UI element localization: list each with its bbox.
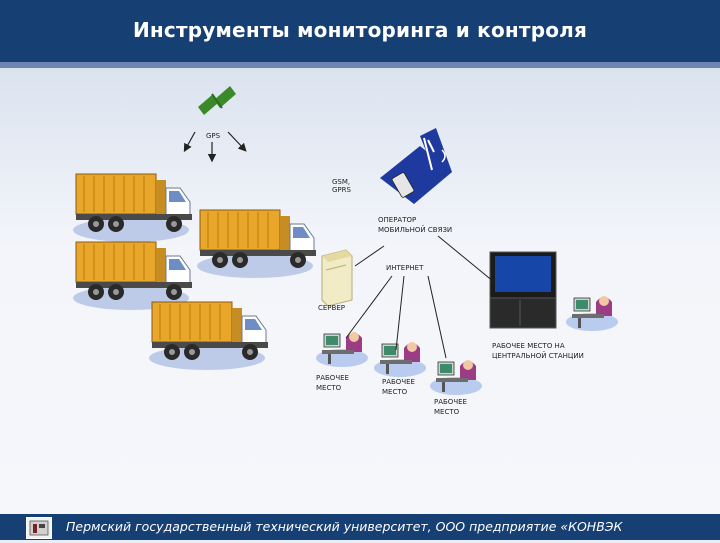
operator-label-line1: ОПЕРАТОР bbox=[378, 216, 417, 224]
header-bar: Инструменты мониторинга и контроля bbox=[0, 0, 720, 62]
gps-label: GPS bbox=[206, 132, 221, 140]
satellite-icon bbox=[198, 86, 236, 115]
workstation-icon bbox=[373, 341, 427, 378]
garbage-truck-icon bbox=[148, 301, 269, 371]
mobile-operator-icon bbox=[380, 128, 452, 204]
garbage-truck-icon bbox=[196, 209, 317, 279]
internet-label: ИНТЕРНЕТ bbox=[386, 264, 424, 272]
workplace2-label-line2: МЕСТО bbox=[382, 388, 408, 396]
workplace1-label-line2: МЕСТО bbox=[316, 384, 342, 392]
workplace1-label-line1: РАБОЧЕЕ bbox=[316, 374, 349, 382]
central-label-line1: РАБОЧЕЕ МЕСТО НА bbox=[492, 342, 565, 350]
garbage-truck-icon bbox=[72, 173, 193, 243]
garbage-truck-icon bbox=[72, 241, 193, 311]
workplace2-label-line1: РАБОЧЕЕ bbox=[382, 378, 415, 386]
workplace3-label-line2: МЕСТО bbox=[434, 408, 460, 416]
gsm-label-line2: GPRS bbox=[332, 186, 351, 194]
university-logo-icon bbox=[26, 517, 52, 539]
gsm-label-line1: GSM, bbox=[332, 178, 351, 186]
workplace3-label-line1: РАБОЧЕЕ bbox=[434, 398, 467, 406]
server-label: СЕРВЕР bbox=[318, 304, 345, 312]
footer-bar: Пермский государственный технический уни… bbox=[0, 514, 720, 540]
server-icon bbox=[321, 249, 353, 307]
header-divider bbox=[0, 62, 720, 68]
workstation-icon bbox=[429, 359, 483, 396]
operator-label-line2: МОБИЛЬНОЙ СВЯЗИ bbox=[378, 226, 453, 234]
footer-text: Пермский государственный технический уни… bbox=[66, 519, 623, 534]
workstation-icon bbox=[565, 295, 619, 332]
page-title: Инструменты мониторинга и контроля bbox=[132, 18, 588, 42]
central-label-line2: ЦЕНТРАЛЬНОЙ СТАНЦИИ bbox=[492, 352, 584, 360]
workstation-icon bbox=[315, 331, 369, 368]
tv-monitor-icon bbox=[489, 251, 557, 329]
